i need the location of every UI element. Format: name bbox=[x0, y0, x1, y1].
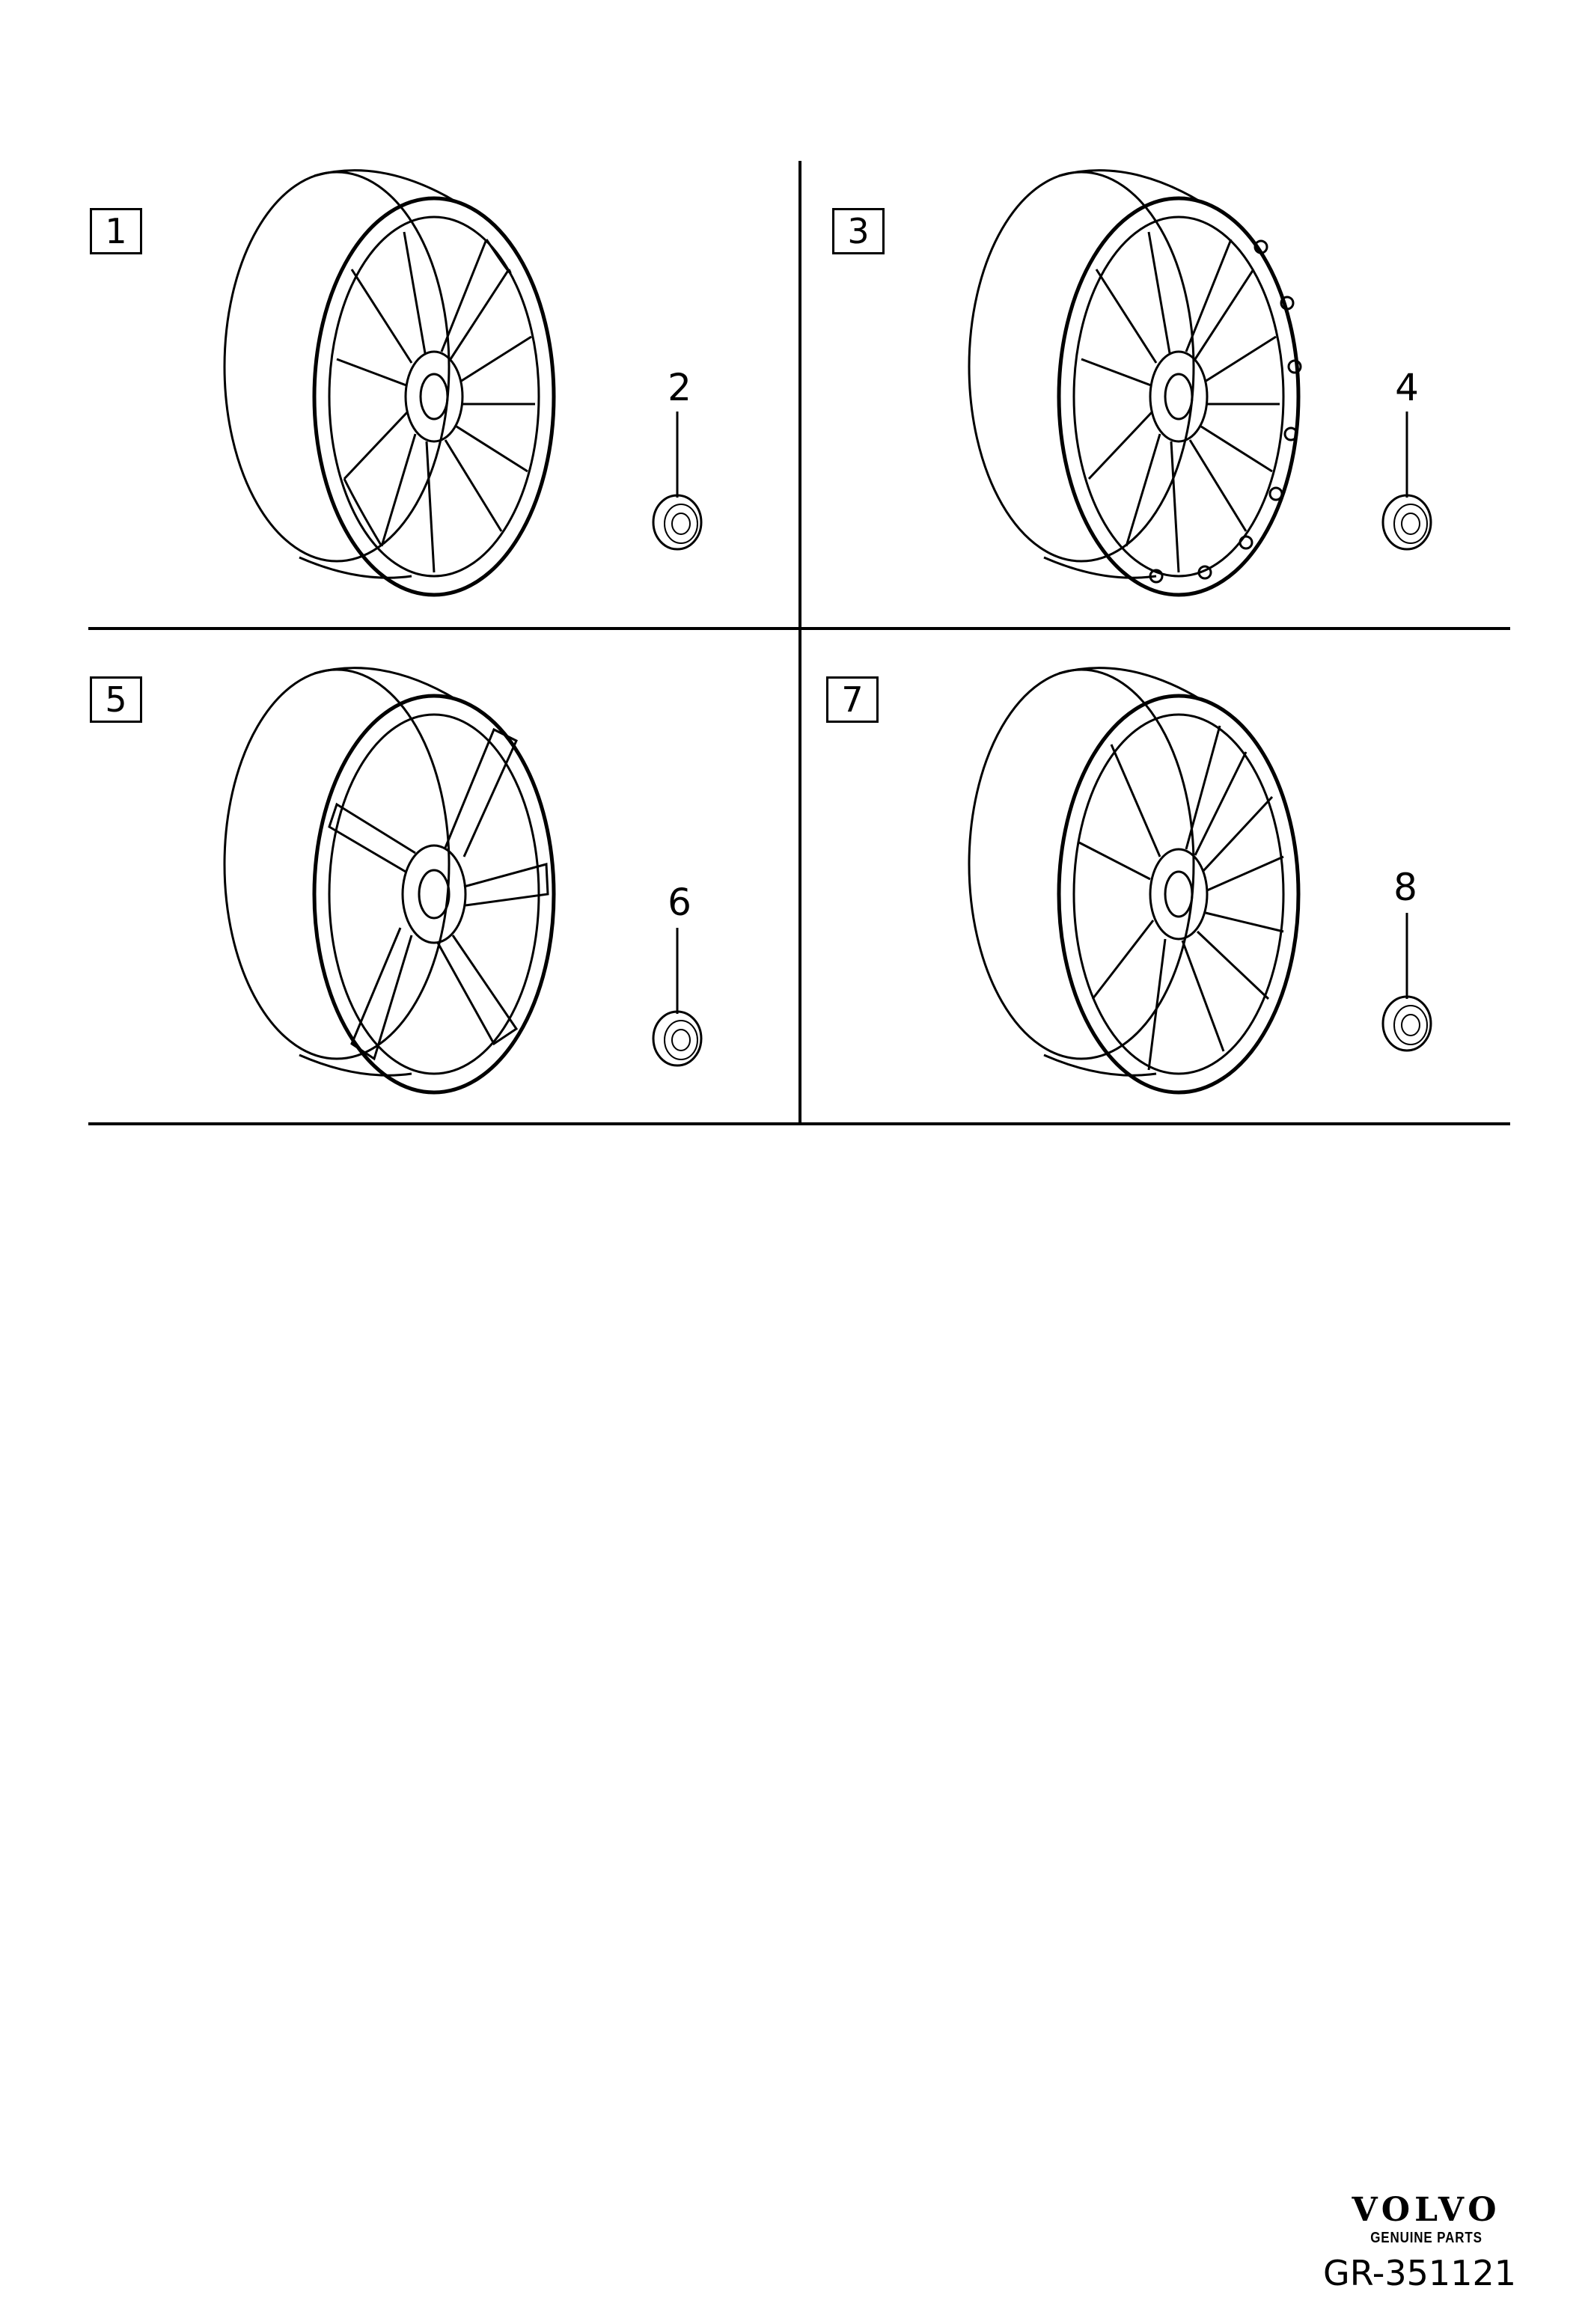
alloy-wheel-drawing bbox=[968, 169, 1302, 597]
cap-callout-number: 6 bbox=[668, 881, 691, 924]
volvo-genuine-parts-logo: VOLVO GENUINE PARTS bbox=[1337, 2192, 1516, 2248]
item-number-box: 5 bbox=[90, 676, 142, 723]
alloy-wheel-drawing bbox=[223, 667, 556, 1095]
item-number-box: 1 bbox=[90, 208, 142, 254]
center-cap-drawing bbox=[652, 412, 703, 551]
center-cap-drawing bbox=[1381, 913, 1432, 1052]
center-cap-drawing bbox=[652, 928, 703, 1067]
item-number-box: 3 bbox=[832, 208, 885, 254]
brand-name: VOLVO bbox=[1352, 2191, 1501, 2229]
item-number-box: 7 bbox=[826, 676, 879, 723]
brand-subtitle: GENUINE PARTS bbox=[1370, 2230, 1482, 2246]
horizontal-divider-bottom bbox=[88, 1122, 1510, 1125]
diagram-reference-number: GR-351121 bbox=[1323, 2253, 1516, 2293]
alloy-wheel-drawing bbox=[223, 169, 556, 597]
alloy-wheel-drawing bbox=[968, 667, 1301, 1095]
cap-callout-number: 8 bbox=[1393, 866, 1417, 909]
center-cap-drawing bbox=[1381, 412, 1432, 551]
cap-callout-number: 2 bbox=[668, 366, 691, 409]
cap-callout-number: 4 bbox=[1395, 366, 1419, 409]
vertical-divider bbox=[798, 161, 801, 1124]
